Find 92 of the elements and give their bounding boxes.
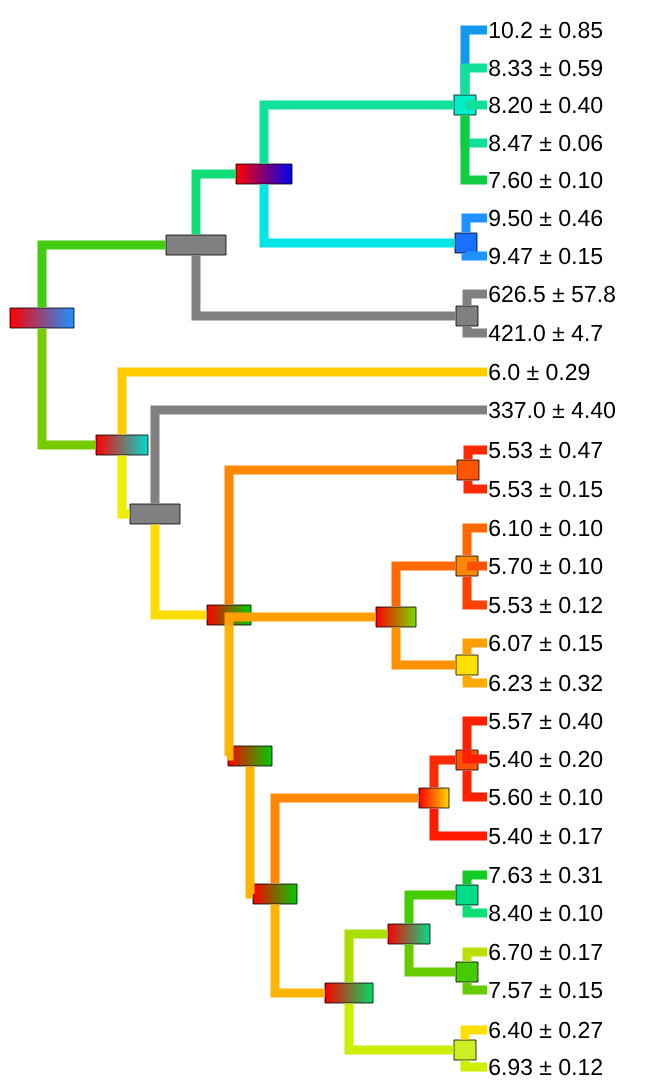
value-label: 6.93 ± 0.12 (489, 1058, 602, 1076)
value-label: 10.2 ± 0.85 (489, 21, 603, 39)
branch (344, 929, 388, 983)
branch (259, 184, 455, 248)
branch (460, 63, 487, 95)
branch (462, 289, 487, 306)
node-box (252, 883, 298, 905)
node-box (9, 307, 75, 329)
value-label: 421.0 ± 4.7 (488, 324, 602, 342)
value-label: 8.20 ± 0.40 (489, 96, 603, 114)
branch (465, 100, 487, 110)
node-box (95, 434, 149, 456)
branch (344, 1003, 454, 1055)
branch (191, 255, 456, 321)
branch (429, 808, 487, 841)
tip-node-box (455, 961, 479, 983)
node-box (129, 503, 181, 525)
branch (462, 675, 487, 688)
branch (404, 890, 456, 924)
value-label: 8.33 ± 0.59 (489, 59, 602, 77)
tip-node-box (455, 654, 479, 676)
branch (224, 465, 457, 605)
branch (391, 627, 456, 670)
branch (461, 213, 487, 233)
branch (150, 524, 207, 620)
value-label: 8.40 ± 0.10 (489, 904, 603, 922)
branch (245, 766, 255, 899)
node-box (418, 787, 450, 809)
value-label: 7.60 ± 0.10 (489, 171, 603, 189)
value-label: 626.5 ± 57.8 (489, 285, 615, 303)
value-label: 6.40 ± 0.27 (489, 1021, 602, 1039)
node-box (387, 923, 431, 945)
branch (429, 755, 456, 788)
branch (117, 367, 487, 435)
value-label: 6.23 ± 0.32 (489, 674, 602, 692)
branch (462, 870, 487, 885)
value-label: 5.70 ± 0.10 (489, 557, 603, 575)
branch (37, 240, 166, 308)
branch (460, 1025, 487, 1040)
node-box (235, 163, 293, 185)
value-label: 6.10 ± 0.10 (489, 519, 603, 537)
value-label: 8.47 ± 0.06 (489, 134, 603, 152)
branch (461, 251, 487, 261)
branch (391, 561, 456, 607)
value-label: 5.53 ± 0.15 (489, 480, 603, 498)
tip-node-box (455, 305, 479, 327)
tip-node-box (454, 232, 478, 254)
value-label: 5.53 ± 0.12 (489, 596, 602, 614)
node-box (165, 234, 227, 256)
value-label: 9.50 ± 0.46 (489, 209, 603, 227)
branch (37, 328, 96, 450)
branch (462, 982, 487, 995)
value-label: 6.70 ± 0.17 (489, 943, 602, 961)
branch (462, 716, 487, 750)
branch (460, 1060, 487, 1072)
value-label: 337.0 ± 4.40 (489, 401, 615, 419)
branch (270, 793, 419, 884)
tip-node-box (456, 459, 480, 481)
node-box (375, 606, 417, 628)
value-label: 5.40 ± 0.17 (489, 827, 602, 845)
branch (462, 905, 487, 918)
value-label: 6.0 ± 0.29 (489, 363, 590, 381)
value-label: 5.60 ± 0.10 (489, 788, 603, 806)
branch (259, 100, 454, 164)
branch (404, 944, 456, 977)
value-label: 7.57 ± 0.15 (489, 981, 603, 999)
branch (462, 770, 487, 802)
branch (463, 480, 487, 494)
value-label: 6.07 ± 0.15 (489, 634, 603, 652)
branch (463, 445, 487, 460)
value-label: 9.47 ± 0.15 (489, 247, 603, 265)
branch (224, 612, 376, 626)
branch (462, 947, 487, 962)
value-label: 7.63 ± 0.31 (489, 866, 602, 884)
branch (462, 326, 487, 338)
branch (462, 638, 487, 655)
tip-node-box (455, 884, 479, 906)
branch (460, 115, 487, 185)
node-box (324, 982, 374, 1004)
branch (150, 405, 487, 504)
tip-node-box (453, 1039, 477, 1061)
branch (467, 561, 487, 571)
value-label: 5.53 ± 0.47 (489, 441, 602, 459)
value-label: 5.57 ± 0.40 (489, 712, 603, 730)
branch (191, 169, 236, 235)
branch (462, 749, 487, 764)
branch (270, 904, 325, 998)
branch (117, 455, 130, 519)
branch (224, 625, 234, 761)
value-label: 5.40 ± 0.20 (489, 750, 603, 768)
branch (462, 576, 487, 610)
branch (462, 523, 487, 556)
